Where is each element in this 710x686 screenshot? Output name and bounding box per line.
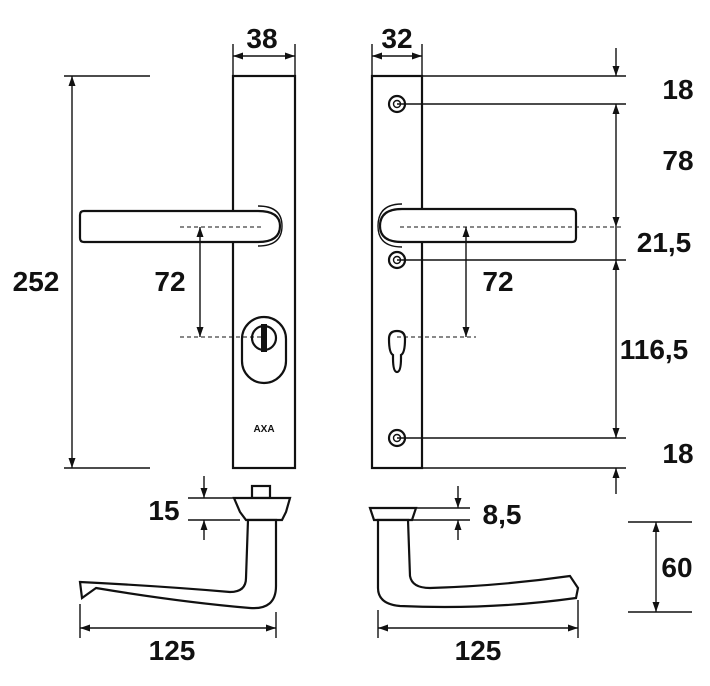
left-lever-rose-edge [257, 205, 283, 247]
dim-left-handle-length: 125 [79, 604, 277, 666]
dim-plate-height: 252 [13, 75, 150, 469]
right-handle-side [376, 518, 580, 609]
svg-text:60: 60 [661, 552, 692, 583]
svg-text:125: 125 [455, 635, 502, 666]
svg-text:72: 72 [154, 266, 185, 297]
dim-left-plate-width: 38 [232, 23, 296, 76]
right-handle-side-view [368, 506, 580, 609]
right-rose [368, 506, 418, 522]
svg-text:78: 78 [662, 145, 693, 176]
dim-vertical-chain: 18 78 21,5 116,5 18 [397, 48, 694, 494]
left-rose [232, 496, 292, 522]
svg-text:15: 15 [148, 495, 179, 526]
dim-right-plate-width: 32 [371, 23, 423, 76]
left-back-plate [231, 74, 297, 470]
dim-handle-projection: 60 [628, 521, 693, 613]
svg-text:38: 38 [246, 23, 277, 54]
dim-left-rose-height: 15 [148, 476, 240, 540]
svg-text:18: 18 [662, 438, 693, 469]
euro-cylinder-keyhole [387, 329, 407, 374]
left-handle-side-view [78, 484, 292, 610]
right-plate-front-view [370, 74, 578, 470]
dim-right-handle-to-cylinder: 72 [397, 226, 622, 338]
svg-text:32: 32 [381, 23, 412, 54]
svg-text:72: 72 [482, 266, 513, 297]
right-lever-rose-edge [377, 203, 403, 248]
left-handle-side [78, 518, 278, 610]
dim-right-rose-height: 8,5 [412, 486, 521, 540]
svg-text:125: 125 [149, 635, 196, 666]
left-plate-front-view: AXA [78, 74, 297, 470]
dim-right-handle-length: 125 [377, 600, 579, 666]
left-thumb-turn-bar [261, 324, 267, 352]
svg-text:252: 252 [13, 266, 60, 297]
dim-left-handle-to-cylinder: 72 [154, 226, 262, 338]
right-back-plate [370, 74, 424, 470]
svg-text:116,5: 116,5 [620, 334, 689, 365]
svg-text:21,5: 21,5 [637, 227, 692, 258]
right-lever-handle [378, 207, 578, 244]
svg-text:18: 18 [662, 74, 693, 105]
svg-text:8,5: 8,5 [483, 499, 522, 530]
brand-logo-text: AXA [253, 424, 274, 435]
